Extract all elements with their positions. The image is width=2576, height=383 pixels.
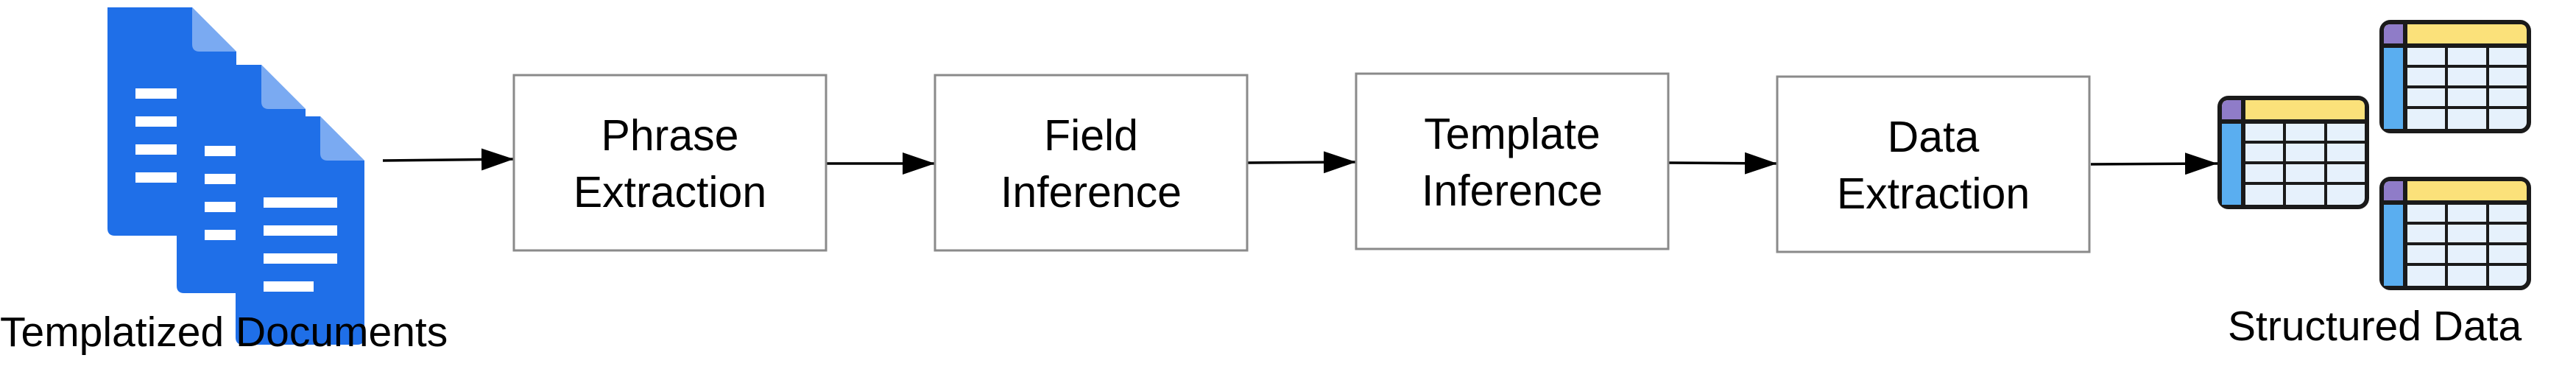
arrow-input-to-stage1 [382, 148, 515, 171]
stage-label-line1: Field [1044, 111, 1138, 160]
stage-label-line1: Data [1888, 113, 1980, 161]
stage-field-inference: Field Inference [934, 74, 1249, 252]
input-label: Templatized Documents [0, 309, 448, 356]
stage-label-line1: Phrase [601, 111, 739, 160]
stage-template-inference: Template Inference [1355, 72, 1670, 250]
data-table-icon [2220, 22, 2529, 288]
document-stack-icon [107, 7, 364, 345]
stage-label-line1: Template [1424, 110, 1600, 158]
stage-label-line2: Extraction [574, 168, 766, 217]
stage-label-line2: Inference [1001, 168, 1182, 217]
arrow-stage3-to-stage4 [1668, 152, 1778, 175]
output-label: Structured Data [2228, 303, 2522, 350]
stage-label-line2: Extraction [1837, 169, 2030, 218]
stage-label-line2: Inference [1422, 166, 1603, 215]
arrow-stage2-to-stage3 [1246, 151, 1357, 174]
stage-phrase-extraction: Phrase Extraction [512, 74, 828, 252]
stage-data-extraction: Data Extraction [1776, 75, 2091, 253]
